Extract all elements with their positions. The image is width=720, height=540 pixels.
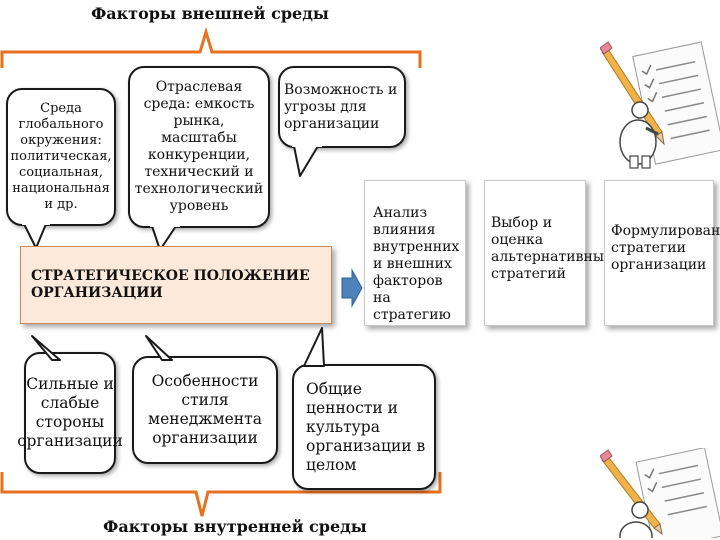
strategic-position-box: СТРАТЕГИЧЕСКОЕ ПОЛОЖЕНИЕ ОРГАНИЗАЦИИ: [20, 246, 332, 324]
management-style-bubble: Особенности стиля менеджмента организаци…: [132, 356, 278, 464]
strategy-formulation-text: Формулирование стратегии организации: [611, 223, 720, 273]
strategy-formulation-box: Формулирование стратегии организации: [604, 180, 720, 326]
analysis-box: Анализ влияния внутренних и внешних факт…: [364, 180, 466, 326]
bubble-tail: [150, 224, 180, 251]
opportunities-threats-text: Возможность и угрозы для организации: [284, 81, 398, 132]
bubble-tail: [145, 335, 173, 361]
opportunities-threats-bubble: Возможность и угрозы для организации: [278, 66, 406, 148]
values-culture-bubble: Общие ценности и культура организации в …: [292, 364, 436, 490]
pencil-checklist-icon: [600, 41, 720, 169]
external-factors-bracket: [0, 26, 422, 68]
pencil-checklist-icon: [600, 448, 720, 538]
strengths-weaknesses-text: Сильные и слабые стороны организации: [17, 375, 123, 450]
global-environment-text: Среда глобального окружения: политическа…: [10, 101, 112, 212]
strengths-weaknesses-bubble: Сильные и слабые стороны организации: [17, 352, 123, 474]
bubble-tail: [31, 335, 61, 361]
internal-factors-title: Факторы внутренней среды: [103, 517, 367, 536]
external-factors-title: Факторы внешней среды: [91, 4, 329, 23]
global-environment-bubble: Среда глобального окружения: политическа…: [6, 88, 116, 226]
values-culture-text: Общие ценности и культура организации в …: [306, 379, 426, 474]
bubble-tail: [22, 222, 50, 249]
analysis-text: Анализ влияния внутренних и внешних факт…: [373, 205, 460, 323]
management-style-text: Особенности стиля менеджмента организаци…: [148, 372, 262, 447]
strategy-choice-box: Выбор и оценка альтернативных стратегий: [484, 180, 612, 326]
bubble-tail: [303, 327, 325, 367]
arrow-right-icon: [341, 268, 363, 308]
internal-factors-bracket: [0, 472, 442, 517]
strategy-choice-text: Выбор и оценка альтернативных стратегий: [491, 215, 612, 282]
industry-environment-text: Отраслевая среда: емкость рынка, масштаб…: [134, 79, 264, 214]
industry-environment-bubble: Отраслевая среда: емкость рынка, масштаб…: [128, 66, 270, 228]
strategic-position-text: СТРАТЕГИЧЕСКОЕ ПОЛОЖЕНИЕ ОРГАНИЗАЦИИ: [31, 268, 310, 301]
bubble-tail: [292, 144, 322, 177]
